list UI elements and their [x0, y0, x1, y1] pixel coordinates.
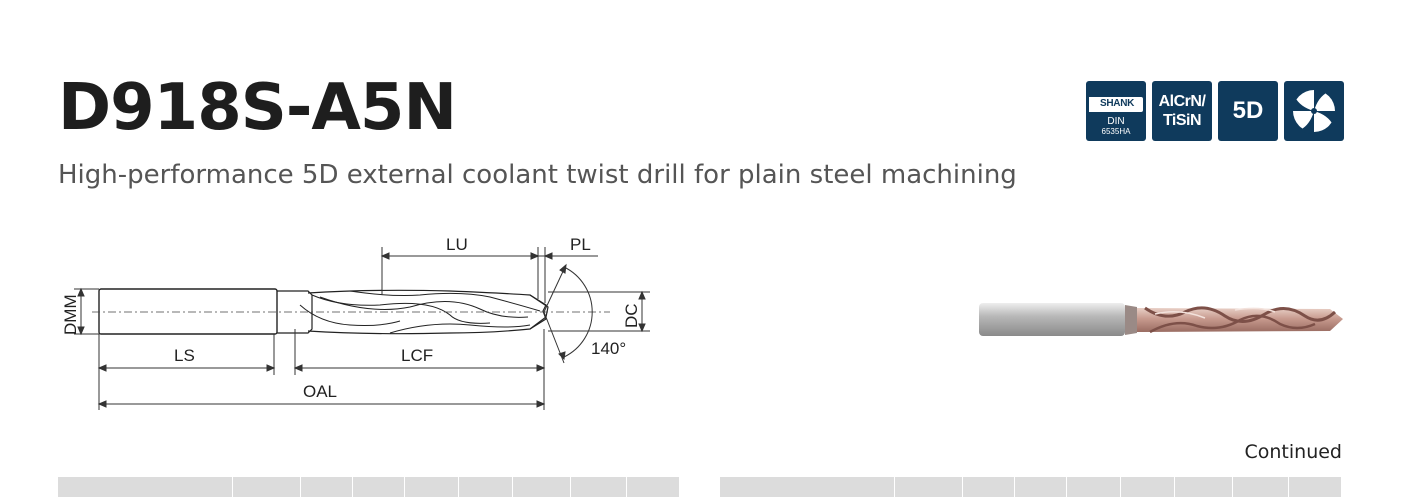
dim-label-oal: OAL	[303, 382, 337, 401]
dim-label-lcf: LCF	[401, 346, 433, 365]
continued-label: Continued	[1244, 441, 1343, 463]
coating-line-1: AlCrN/	[1158, 92, 1206, 110]
coating-badge: AlCrN/ TiSiN	[1152, 81, 1212, 141]
depth-badge: 5D	[1218, 81, 1278, 141]
spec-table-header-left	[58, 477, 680, 497]
dim-label-lu: LU	[446, 235, 468, 254]
shank-icon	[1089, 97, 1143, 112]
external-coolant-icon	[1290, 87, 1338, 135]
drill-technical-drawing: DMM DC LU PL 140° LS LCF OAL	[61, 235, 650, 410]
spec-table-header-right	[720, 477, 1342, 497]
drill-shank	[98, 288, 278, 335]
coolant-badge	[1284, 81, 1344, 141]
drill-product-image	[979, 303, 1343, 336]
feature-badges: SHANK DIN 6535HA AlCrN/ TiSiN 5D	[1086, 81, 1344, 141]
dim-label-ls: LS	[174, 346, 195, 365]
dim-label-dc: DC	[622, 303, 641, 328]
shank-din-badge: SHANK DIN 6535HA	[1086, 81, 1146, 141]
dim-label-pl: PL	[570, 235, 591, 254]
dim-label-angle: 140°	[591, 339, 626, 358]
page-subtitle: High-performance 5D external coolant twi…	[58, 160, 1017, 190]
dim-label-dmm: DMM	[61, 294, 80, 335]
page-title: D918S-A5N	[58, 71, 457, 145]
coating-line-2: TiSiN	[1162, 112, 1202, 129]
